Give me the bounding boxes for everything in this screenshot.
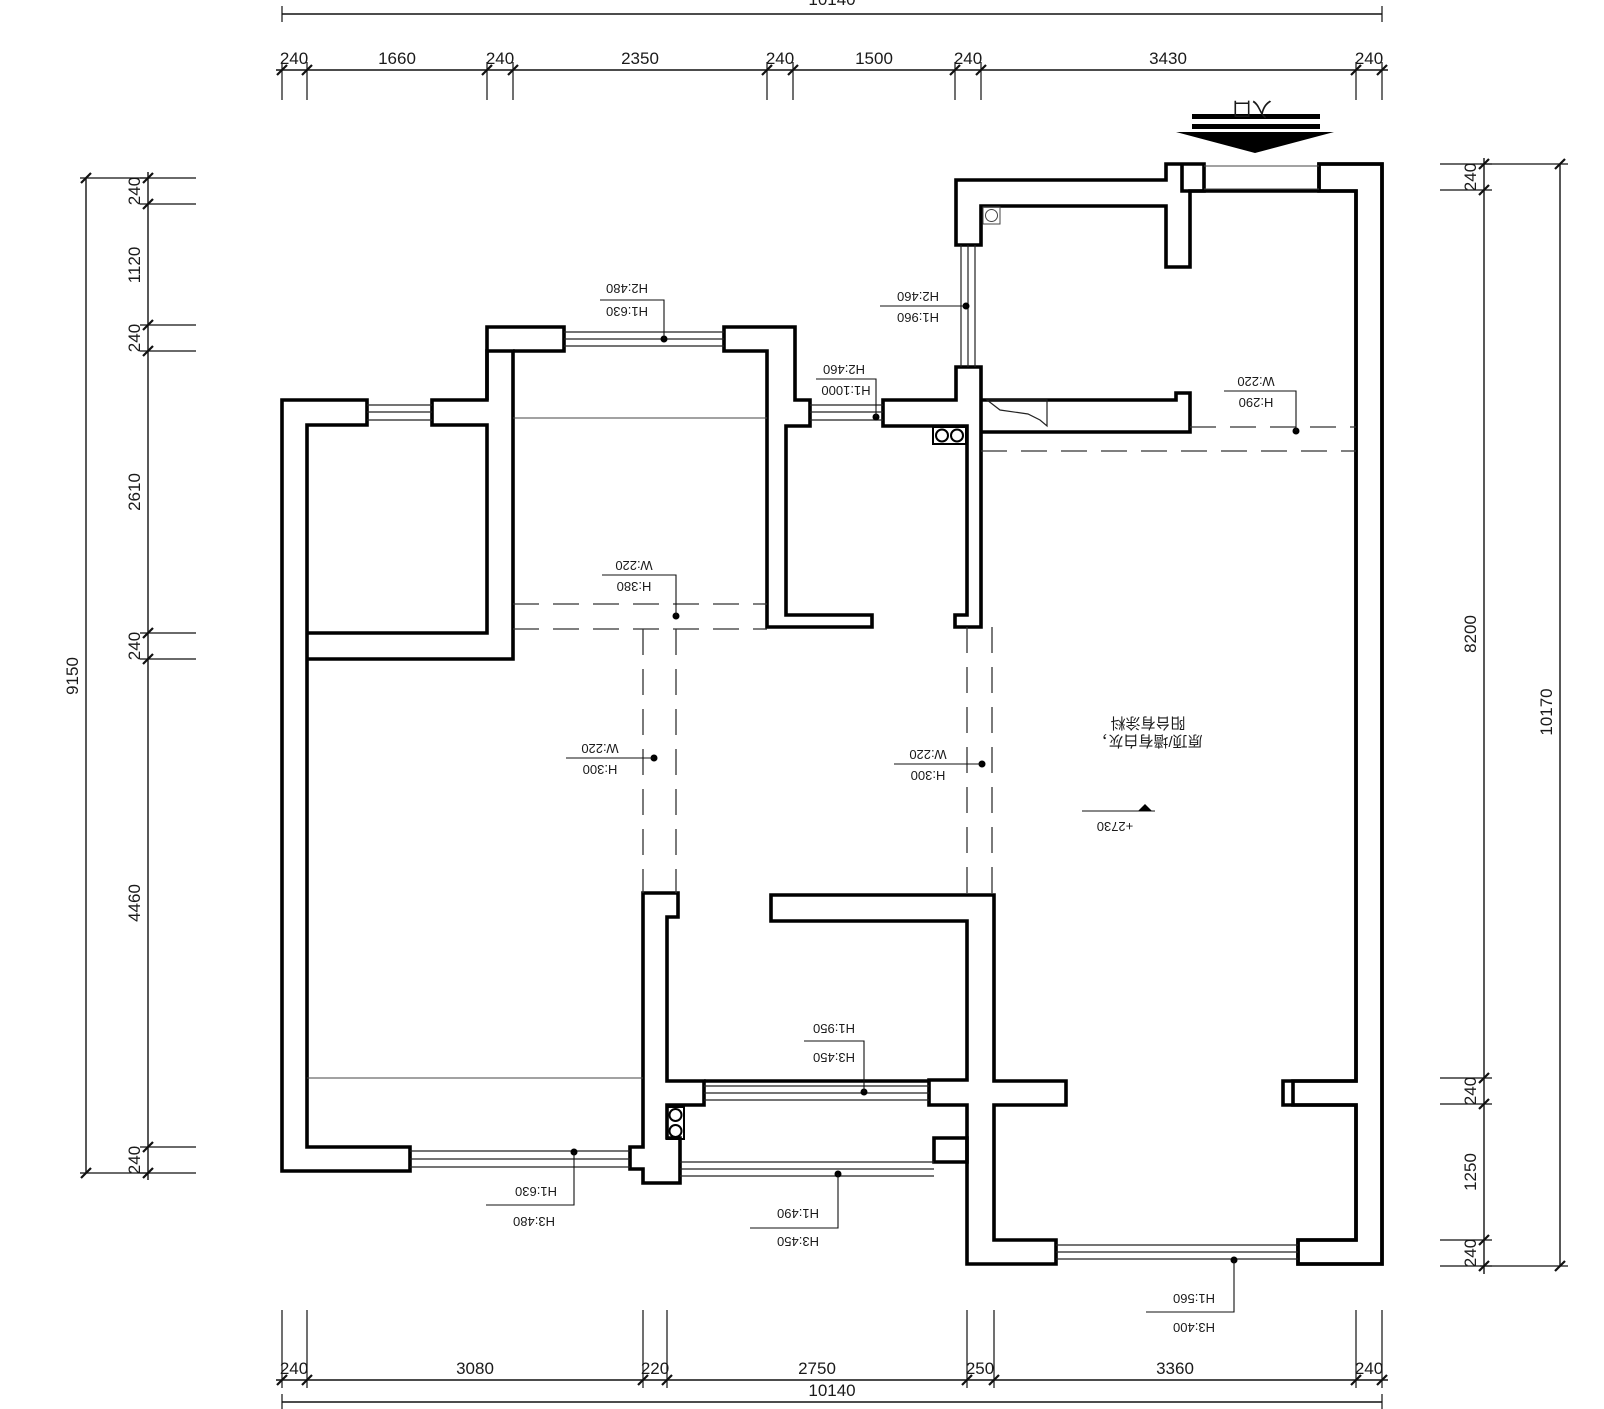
top-total-dim: 10140 [808,0,855,9]
bottom-dim-2: 3080 [456,1359,494,1378]
tag-win-top: H2:480 H1:630 [600,281,668,343]
tag-beam-upper-mid: W:220 H:380 [602,558,680,620]
tag-win-bottom-right: H1:560 H3:400 [1146,1256,1238,1335]
pipe-icon [935,428,949,443]
tag-line: H:300 [911,768,946,783]
pipes [666,206,1048,1140]
entrance-label: 入口 [1232,97,1272,119]
left-dim-5: 240 [125,632,144,660]
right-dim-2: 8200 [1461,615,1480,653]
window-mid [810,404,883,421]
top-dim-8: 3430 [1149,49,1187,68]
bottom-dim-5: 250 [966,1359,994,1378]
beams [513,426,1356,895]
top-dim-4: 2350 [621,49,659,68]
left-dim-1: 240 [125,177,144,205]
window-top-left [367,404,432,421]
tag-line: H2:460 [897,289,939,304]
tag-line: H3:450 [777,1234,819,1249]
tag-line: H3:450 [813,1050,855,1065]
room-note-line1: 原顶/墙有白灰， [1093,732,1202,749]
tag-beam-left: W:220 H:300 [566,741,658,777]
tag-line: W:220 [615,558,652,573]
window-entry-top [1204,165,1319,190]
top-dim-6: 1500 [855,49,893,68]
top-dimensions: 10140 240 1660 240 [276,0,1388,100]
room-note-line2: 阳台有涂料 [1110,714,1185,731]
tag-line: H2:460 [823,362,865,377]
right-dim-3: 240 [1461,1077,1480,1105]
tag-line: H1:950 [813,1021,855,1036]
tag-line: H2:480 [606,281,648,296]
bottom-dim-7: 240 [1355,1359,1383,1378]
tag-line: W:220 [581,741,618,756]
tag-line: H:380 [617,579,652,594]
bottom-dim-4: 2750 [798,1359,836,1378]
left-dim-4: 2610 [125,473,144,511]
tag-line: H3:400 [1173,1320,1215,1335]
left-dim-7: 240 [125,1146,144,1174]
pipe-icon [668,1124,683,1138]
left-dim-3: 240 [125,324,144,352]
pipe-icon [668,1108,683,1122]
left-dim-2: 1120 [125,247,144,284]
tag-win-bottom-mid: H1:490 H3:450 [750,1170,842,1249]
tag-line: H:290 [1239,395,1274,410]
left-dimensions: 240 1120 240 2610 240 4460 240 9150 [63,172,196,1180]
pipe-icon [950,428,964,443]
right-total-dim: 10170 [1537,688,1556,735]
top-dim-1: 240 [280,49,308,68]
right-dim-4: 1250 [1461,1153,1480,1191]
window-bottom-right [1056,1244,1298,1260]
tag-beam-right: W:220 H:290 [1224,374,1300,435]
tag-line: H1:960 [897,310,939,325]
annotation-tags: H2:480 H1:630 H2:460 H1:960 H2:460 H1:10… [486,281,1300,1335]
window-bottom-mid [680,1161,934,1177]
tag-line: H3:480 [513,1214,555,1229]
left-dim-6: 4460 [125,884,144,922]
elevation-marker: +2730 [1082,804,1155,834]
bottom-dim-1: 240 [280,1359,308,1378]
room-note: 原顶/墙有白灰， 阳台有涂料 [1093,714,1202,749]
right-dim-1: 240 [1461,163,1480,191]
window-top-mid [564,331,724,347]
tag-win-inner: H1:950 H3:450 [804,1021,868,1096]
top-dim-9: 240 [1355,49,1383,68]
top-dim-2: 1660 [378,49,416,68]
tag-line: H1:560 [1173,1291,1215,1306]
bottom-dimensions: 240 3080 220 2750 250 3360 240 10140 [276,1310,1388,1409]
tag-line: H:300 [583,762,618,777]
tag-line: W:220 [909,747,946,762]
entrance-marker: 入口 [1176,97,1334,153]
tag-win-mid: H2:460 H1:1000 [816,362,880,421]
tag-line: W:220 [1237,374,1274,389]
elevation-triangle-icon [1138,804,1152,811]
windows [367,165,1319,1260]
walls [280,162,1384,1266]
right-dim-5: 240 [1461,1239,1480,1267]
window-bottom-left [410,1150,630,1168]
left-total-dim: 9150 [63,657,82,695]
pipe-icon [985,209,998,222]
meter-box [985,399,1048,428]
tag-line: H1:1000 [821,383,870,398]
tag-win-bottom-left: H1:630 H3:480 [486,1148,578,1229]
tag-win-entry-side: H2:460 H1:960 [880,289,970,325]
top-dim-5: 240 [766,49,794,68]
right-dimensions: 240 8200 240 1250 240 10170 [1440,158,1568,1274]
entrance-arrow-icon [1176,132,1334,153]
tag-line: H1:490 [777,1206,819,1221]
tag-line: H1:630 [606,304,648,319]
window-inner [704,1085,929,1101]
bottom-dim-6: 3360 [1156,1359,1194,1378]
tag-line: H1:630 [515,1184,557,1199]
top-dim-3: 240 [486,49,514,68]
tag-beam-center: W:220 H:300 [894,747,986,783]
elevation-label: +2730 [1097,819,1134,834]
bottom-dim-3: 220 [641,1359,669,1378]
top-dim-7: 240 [954,49,982,68]
bottom-total-dim: 10140 [808,1381,855,1400]
